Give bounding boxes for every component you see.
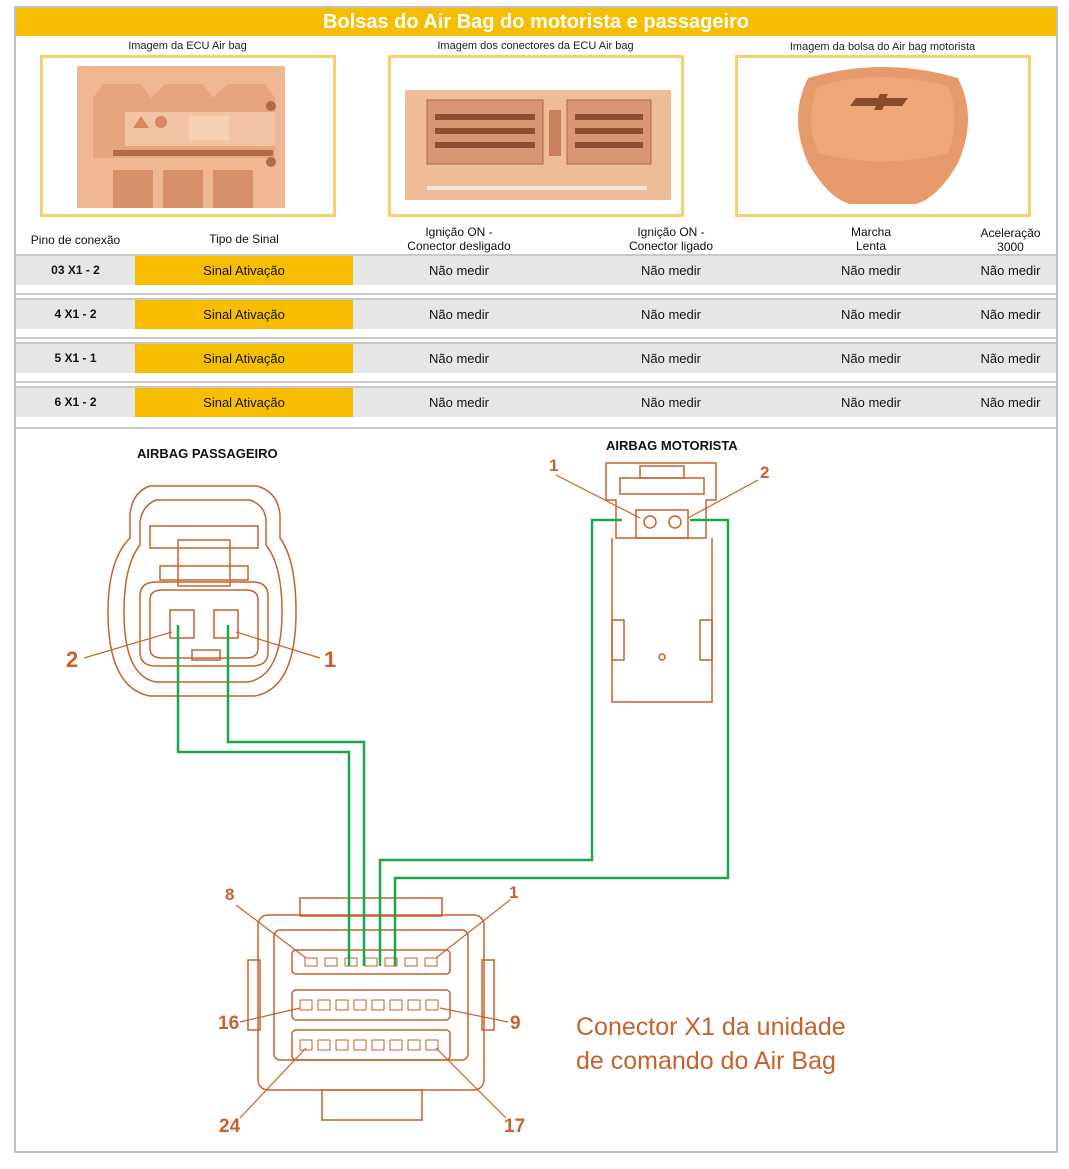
connectors-image [388,55,684,217]
row-acceleration: Não medir [980,263,1041,278]
header-ign-off: Ignição ON - Conector desligado [353,225,565,253]
row-pin: 5 X1 - 1 [54,351,97,365]
row-ign-on: Não medir [641,307,701,322]
row-ign-on: Não medir [641,351,701,366]
row-acceleration: Não medir [980,307,1041,322]
header-pin: Pino de conexão [30,233,121,247]
pin-leader-lines [83,474,759,1119]
driver-pin-left-label: 1 [549,456,559,475]
x1-pin-17-label: 17 [504,1116,526,1137]
header-ign-on: Ignição ON - Conector ligado [565,225,777,253]
header-ign-on-line1: Ignição ON - [637,225,705,239]
row-idle: Não medir [841,351,901,366]
row-acceleration: Não medir [980,351,1041,366]
bag-image-caption: Imagem da bolsa do Air bag motorista [789,41,976,53]
row-signal: Sinal Ativação [135,256,353,285]
ecu-image-caption: Imagem da ECU Air bag [128,40,247,52]
x1-description-line2: de comando do Air Bag [576,1047,836,1075]
row-pin: 6 X1 - 2 [54,395,97,409]
header-signal: Tipo de Sinal [209,232,279,246]
row-ign-off: Não medir [429,307,489,322]
signal-wires [176,518,730,966]
ecu-image [40,55,336,217]
row-ign-off: Não medir [429,395,489,410]
x1-pin-1-label: 1 [509,883,519,902]
passenger-pin-right-label: 1 [324,647,337,672]
row-acceleration: Não medir [980,395,1041,410]
driver-airbag-image [735,55,1031,217]
x1-connector-drawing [247,897,495,1121]
x1-pin-16-label: 16 [218,1013,240,1034]
row-divider [16,381,1056,383]
header-ign-off-line1: Ignição ON - [425,225,493,239]
header-acceleration: Aceleração 3000 [965,226,1056,254]
header-idle-line1: Marcha [850,225,891,239]
row-pin: 4 X1 - 2 [54,307,97,321]
passenger-airbag-label: AIRBAG PASSAGEIRO [137,446,278,461]
wire-passenger-pin2 [176,625,351,966]
passenger-connector-drawing [107,485,297,697]
x1-pin-24-label: 24 [219,1116,241,1137]
x1-connector-description: Conector X1 da unidade de comando do Air… [576,1010,846,1078]
header-idle: Marcha Lenta [777,225,965,253]
row-ign-on: Não medir [641,263,701,278]
row-idle: Não medir [841,263,901,278]
row-signal: Sinal Ativação [135,344,353,373]
table-row: 6 X1 - 2 Sinal Ativação Não medir Não me… [16,386,1056,417]
x1-pin-8-label: 8 [225,885,235,904]
section-divider [16,427,1056,429]
page-title: Bolsas do Air Bag do motorista e passage… [16,8,1056,36]
wire-driver-pin1 [378,518,622,966]
row-signal: Sinal Ativação [135,388,353,417]
wire-driver-pin2 [393,518,730,966]
row-divider [16,337,1056,339]
wire-passenger-pin1 [226,625,366,966]
driver-pin-right-label: 2 [760,463,770,482]
table-row: 4 X1 - 2 Sinal Ativação Não medir Não me… [16,298,1056,329]
header-acceleration-line2: 3000 [997,240,1024,254]
table-row: 03 X1 - 2 Sinal Ativação Não medir Não m… [16,254,1056,285]
header-acceleration-line1: Aceleração [980,226,1041,240]
row-signal: Sinal Ativação [135,300,353,329]
connectors-image-caption: Imagem dos conectores da ECU Air bag [437,40,634,52]
row-ign-on: Não medir [641,395,701,410]
x1-pin-9-label: 9 [510,1013,521,1034]
row-divider [16,293,1056,295]
driver-airbag-label: AIRBAG MOTORISTA [606,438,738,453]
x1-description-line1: Conector X1 da unidade [576,1013,846,1041]
header-ign-off-line2: Conector desligado [407,239,511,253]
row-idle: Não medir [841,307,901,322]
table-row: 5 X1 - 1 Sinal Ativação Não medir Não me… [16,342,1056,373]
passenger-pin-left-label: 2 [66,647,79,672]
row-idle: Não medir [841,395,901,410]
row-ign-off: Não medir [429,351,489,366]
header-ign-on-line2: Conector ligado [628,239,714,253]
row-pin: 03 X1 - 2 [51,263,100,277]
row-ign-off: Não medir [429,263,489,278]
header-idle-line2: Lenta [855,239,887,253]
driver-connector-drawing [605,462,717,703]
